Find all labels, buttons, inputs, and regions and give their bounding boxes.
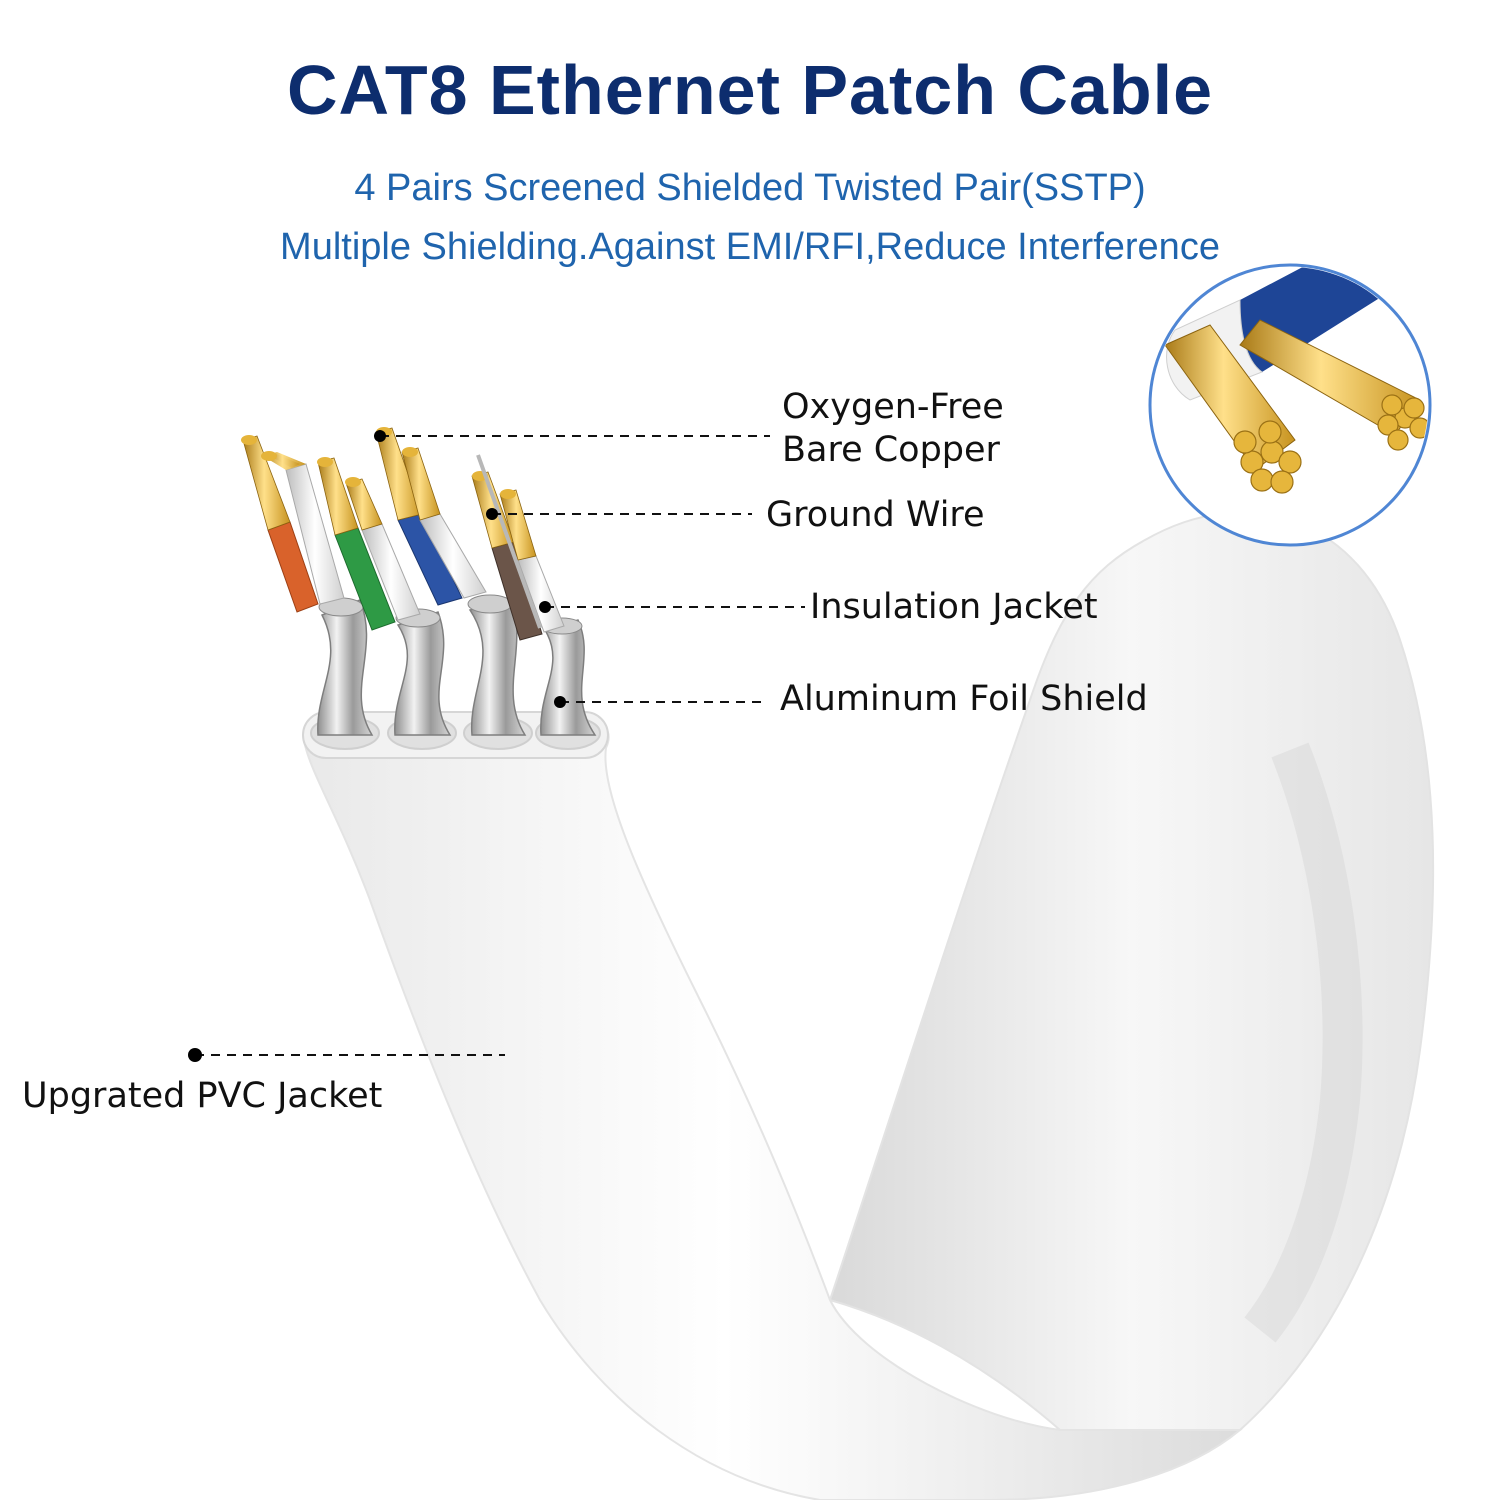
subtitle-line-1: 4 Pairs Screened Shielded Twisted Pair(S… (354, 167, 1146, 209)
callout-foil-shield: Aluminum Foil Shield (780, 679, 1148, 719)
callout-copper-line1: Oxygen-Free (782, 387, 1004, 427)
ground-wire (476, 454, 542, 629)
wire-pair-orange (241, 435, 345, 613)
subtitle-line-2: Multiple Shielding.Against EMI/RFI,Reduc… (280, 226, 1220, 268)
callout-copper: Oxygen-Free Bare Copper (782, 386, 1004, 472)
foil-shields (317, 594, 597, 736)
cable-front-jacket (302, 721, 1243, 1500)
leader-lines (195, 435, 805, 1056)
callout-insulation-jacket: Insulation Jacket (810, 587, 1098, 627)
inset-conductor-detail (1148, 263, 1432, 547)
callout-copper-line2: Bare Copper (782, 430, 1000, 470)
cable-back-loop (828, 511, 1435, 1431)
wire-pair-blue (375, 427, 487, 606)
callout-ground-wire: Ground Wire (766, 495, 985, 535)
callout-pvc-jacket: Upgrated PVC Jacket (22, 1076, 383, 1116)
leader-dots (188, 430, 566, 1062)
wire-pair-green (317, 457, 421, 631)
wire-pair-brown (471, 454, 565, 641)
page-title: CAT8 Ethernet Patch Cable (286, 51, 1214, 129)
